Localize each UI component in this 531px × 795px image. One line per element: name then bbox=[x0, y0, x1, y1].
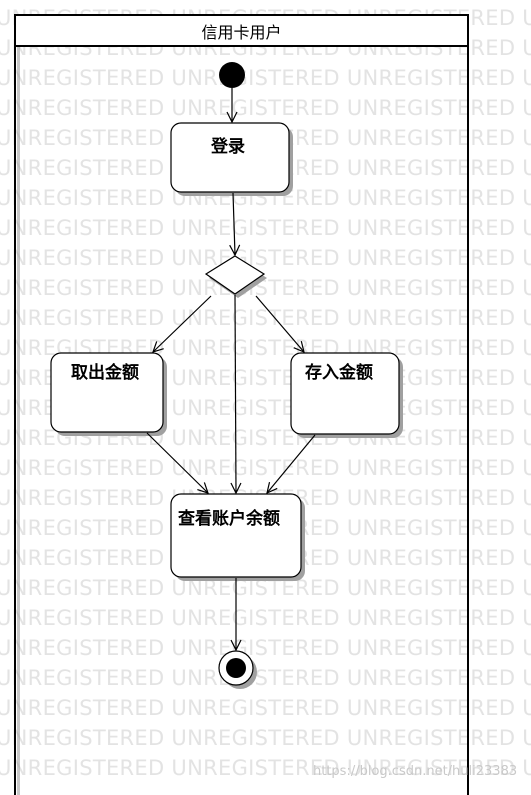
final-node bbox=[218, 650, 257, 689]
watermark-text: UNREGISTERED UNREGISTERED UNREGISTERED U… bbox=[0, 666, 531, 690]
watermark-text: UNREGISTERED UNREGISTERED UNREGISTERED U… bbox=[0, 636, 531, 660]
action-login bbox=[170, 122, 293, 196]
watermark-text: UNREGISTERED UNREGISTERED UNREGISTERED U… bbox=[0, 306, 531, 330]
flow-decision-to-deposit bbox=[255, 295, 304, 352]
action-withdraw bbox=[50, 352, 167, 436]
watermark-text: UNREGISTERED UNREGISTERED UNREGISTERED U… bbox=[0, 606, 531, 630]
decision-node bbox=[204, 255, 267, 298]
watermark-text: UNREGISTERED UNREGISTERED UNREGISTERED U… bbox=[0, 696, 531, 720]
watermark-text: UNREGISTERED UNREGISTERED UNREGISTERED U… bbox=[0, 756, 531, 780]
flow-withdraw-to-check bbox=[146, 432, 208, 493]
flow-deposit-to-check bbox=[267, 434, 316, 493]
watermark-text: UNREGISTERED UNREGISTERED UNREGISTERED U… bbox=[0, 276, 531, 300]
watermark-text: UNREGISTERED UNREGISTERED UNREGISTERED U… bbox=[0, 96, 531, 120]
flow-decision-to-withdraw bbox=[153, 295, 212, 352]
watermark-text: UNREGISTERED UNREGISTERED UNREGISTERED U… bbox=[0, 246, 531, 270]
action-deposit-label: 存入金额 bbox=[305, 363, 373, 383]
action-withdraw-label: 取出金额 bbox=[71, 363, 139, 383]
swimlane-title: 信用卡用户 bbox=[16, 16, 467, 47]
action-login-label: 登录 bbox=[211, 137, 245, 157]
swimlane-partition: 信用卡用户 bbox=[14, 14, 469, 795]
watermark-text: UNREGISTERED UNREGISTERED UNREGISTERED U… bbox=[0, 66, 531, 90]
watermark-text: UNREGISTERED UNREGISTERED UNREGISTERED U… bbox=[0, 726, 531, 750]
flow-decision-to-check bbox=[235, 294, 236, 493]
action-deposit bbox=[290, 352, 403, 438]
flow-login-to-decision bbox=[233, 192, 235, 255]
action-check-balance bbox=[170, 493, 305, 581]
action-check-balance-label: 查看账户余额 bbox=[178, 509, 280, 529]
watermark-text: UNREGISTERED UNREGISTERED UNREGISTERED U… bbox=[0, 216, 531, 240]
source-url-watermark: https://blog.csdn.net/huli23383 bbox=[313, 764, 518, 779]
swimlane-shadow bbox=[17, 47, 20, 795]
watermark-text: UNREGISTERED UNREGISTERED UNREGISTERED U… bbox=[0, 456, 531, 480]
initial-node bbox=[219, 62, 245, 88]
